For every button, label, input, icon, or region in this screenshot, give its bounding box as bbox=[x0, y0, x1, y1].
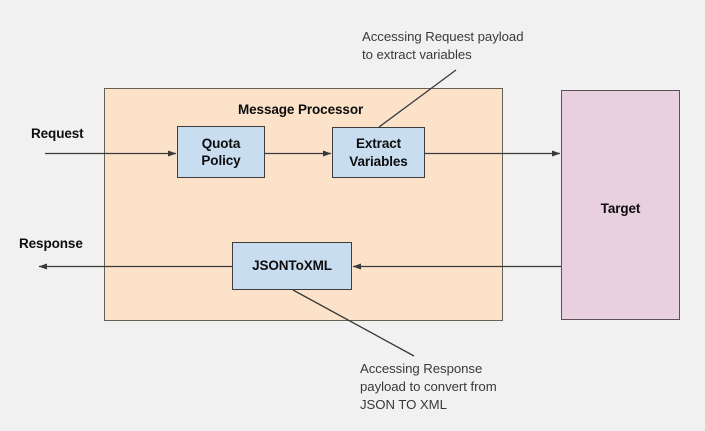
extract-variables-line1: Extract bbox=[355, 136, 402, 152]
extract-variables-label: Extract Variables bbox=[349, 135, 408, 170]
extract-variables-box[interactable]: Extract Variables bbox=[332, 127, 425, 178]
jsontoxml-box[interactable]: JSONToXML bbox=[232, 242, 352, 290]
extract-variables-line2: Variables bbox=[349, 153, 408, 169]
request-annotation-text: Accessing Request payload to extract var… bbox=[362, 29, 524, 63]
response-annotation-text: Accessing Response payload to convert fr… bbox=[360, 361, 497, 413]
quota-policy-label: Quota Policy bbox=[201, 135, 240, 170]
request-label: Request bbox=[31, 126, 84, 141]
quota-policy-line1: Quota bbox=[201, 135, 241, 151]
jsontoxml-label: JSONToXML bbox=[252, 258, 332, 274]
response-label: Response bbox=[19, 236, 83, 251]
quota-policy-box[interactable]: Quota Policy bbox=[177, 126, 265, 178]
quota-policy-line2: Policy bbox=[201, 153, 241, 168]
target-label: Target bbox=[600, 201, 641, 216]
target-box bbox=[561, 90, 680, 320]
message-processor-title: Message Processor bbox=[238, 102, 364, 117]
